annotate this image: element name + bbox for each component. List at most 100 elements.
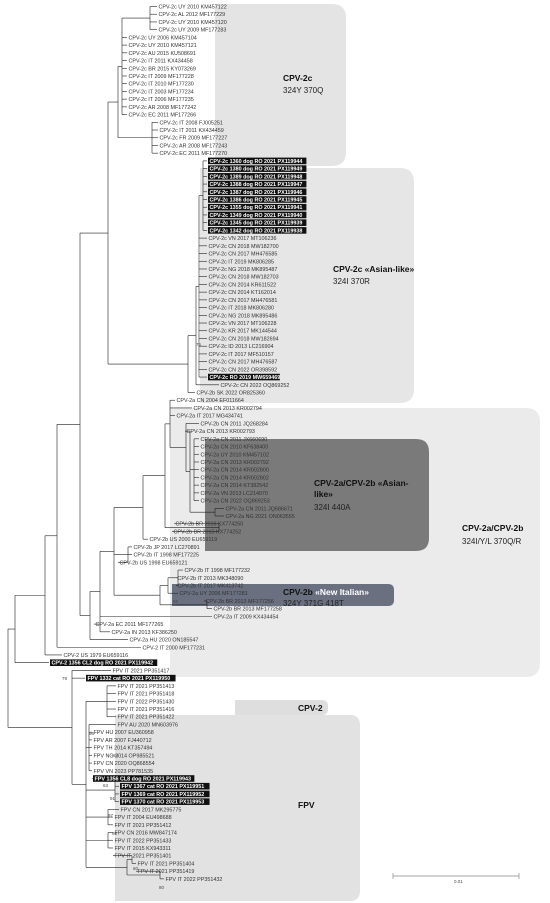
- leaf-label: CPV-2a CN 2013 KR002793: [187, 429, 255, 435]
- leaf-label: CPV-2b JP 2017 LC270891: [134, 545, 200, 551]
- leaf-label: CPV-2a IT 2009 KX434454: [214, 614, 279, 620]
- leaf-label: CPV-2c AU 2015 KU508691: [129, 51, 196, 57]
- leaf-label: FPV IT 2022 PP351432: [166, 877, 223, 883]
- leaf-label: CPV-2a CN 2013 KR002794: [194, 406, 262, 412]
- leaf-label: CPV-2c AL 2012 MF177229: [159, 12, 226, 18]
- leaf-label: FPV IT 2022 PP351433: [115, 838, 172, 844]
- leaf-label-highlighted: CPV-2c 1389 dog RO 2021 PX119948: [210, 174, 303, 180]
- bootstrap-value: 63: [103, 783, 109, 788]
- bootstrap-value: 80: [159, 885, 165, 890]
- highlight-box: [208, 188, 307, 196]
- bootstrap-value: 79: [62, 676, 68, 681]
- leaf-label-highlighted: FPV 1369 cat RO 2021 PX119952: [122, 792, 205, 798]
- leaf-label-highlighted: CPV-2c 1345 dog RO 2021 PX119939: [210, 221, 303, 227]
- leaf-label: CPV-2b IT 2017 MK413742: [178, 584, 244, 590]
- leaf-label: FPV IT 2021 PP351417: [113, 668, 170, 674]
- clade-box-cpv2c: [215, 4, 346, 166]
- leaf-label: CPV-2c NG 2018 MK895486: [209, 313, 278, 319]
- leaf-label: FPV IT 2021 PP351422: [118, 715, 175, 721]
- leaf-label: CPV-2c CN 2022 OR398592: [209, 367, 278, 373]
- leaf-label: CPV-2c CN 2018 MW182700: [209, 244, 279, 250]
- leaf-label-highlighted: CPV-2c RO 2019 MW659469: [210, 375, 281, 381]
- leaf-label: CPV-2b BR 2013 MF177256: [206, 599, 274, 605]
- clade-box-cpv2: [235, 700, 328, 715]
- leaf-label: FPV IT 2015 KX943311: [115, 846, 171, 852]
- scale-bar: 0.01: [392, 873, 520, 884]
- leaf-label: CPV-2c IT 2008 FJ005251: [160, 120, 223, 126]
- clade-labels: CPV-2c 324Y 370Q CPV-2c «Asian-like» 324…: [283, 73, 523, 810]
- highlight-box: [120, 798, 210, 805]
- highlight-box: [50, 659, 158, 666]
- leaf-label-highlighted: CPV-2c 1388 dog RO 2021 PX119947: [210, 182, 303, 188]
- leaf-label: CPV-2a CN 2010 KF638400: [201, 445, 269, 451]
- leaf-label: CPV-2a CN 2014 KT382542: [201, 483, 269, 489]
- highlight-box: [208, 180, 307, 188]
- highlight-box: [208, 219, 307, 226]
- leaf-label-highlighted: FPV 1332 cat RO 2021 PX119950: [88, 676, 171, 682]
- leaf-label: CPV-2c ID 2013 LC216904: [209, 344, 274, 350]
- tree-branches: [7, 6, 224, 880]
- leaf-label: CPV-2c IT 2010 MF177230: [129, 82, 194, 88]
- clade-box-asian-like: [200, 168, 414, 403]
- clade-title-fpv: FPV: [298, 800, 315, 810]
- leaf-label-highlighted: CPV-2 1356 CL2 dog RO 2021 PX119942: [52, 661, 154, 667]
- leaf-label: CPV-2 US 1979 EU659116: [64, 653, 129, 659]
- clade-sub-2a-asian: 324I 440A: [314, 503, 351, 512]
- leaf-label: CPV-2a HU 2020 ON185547: [130, 638, 199, 644]
- leaf-label: FPV AU 2020 MN603976: [118, 722, 179, 728]
- leaf-label: CPV-2b BR 2013 MF177258: [214, 607, 282, 613]
- leaf-label: FPV VN 2023 PP781535: [94, 769, 154, 775]
- bootstrap-value: 95: [112, 831, 118, 836]
- leaf-label: FPV CN 2017 MK295775: [121, 807, 182, 813]
- leaf-label: CPV-2c CN 2014 KT162014: [209, 290, 276, 296]
- leaf-label: CPV-2a CN 2014 KR002802: [201, 475, 269, 481]
- leaf-label: FPV IT 2021 PP351416: [118, 707, 175, 713]
- leaf-label: CPV-2c UY 2009 MF177283: [159, 28, 227, 34]
- leaf-label: CPV-2c CN 2014 KR611522: [209, 282, 277, 288]
- leaf-label-highlighted: CPV-2c 1387 dog RO 2021 PX119946: [210, 190, 303, 196]
- leaf-label: FPV IT 2021 PP351418: [118, 692, 175, 698]
- clade-sub-cpv2a2b: 324I/Y/L 370Q/R: [462, 537, 522, 546]
- clade-box-new-italian: [172, 584, 394, 606]
- leaf-label: CPV-2c UY 2010 KM457120: [159, 20, 227, 26]
- leaf-label: CPV-2a CN 2011 JQ686671: [226, 506, 293, 512]
- leaf-label: CPV-2c IT 2009 MF177228: [129, 74, 194, 80]
- leaf-label: FPV IT 2021 PP351413: [118, 684, 175, 690]
- leaf-label: CPV-2c UY 2010 KM457122: [159, 5, 227, 11]
- leaf-label: CPV-2a VN 2013 LC214970: [201, 491, 268, 497]
- leaf-label: FPV CN 2020 OQ868554: [94, 761, 155, 767]
- leaf-label: FPV HU 2007 EU360958: [94, 730, 154, 736]
- clade-title-2a-asian-cont: like»: [314, 489, 333, 499]
- bootstrap-value: 60: [133, 866, 139, 871]
- leaf-label: CPV-2c IT 2011 KX434459: [160, 128, 224, 134]
- highlight-box: [93, 775, 195, 782]
- leaf-label: CPV-2a CN 2004 EF011664: [177, 398, 244, 404]
- leaf-label: FPV IT 2021 PP351404: [138, 861, 195, 867]
- leaf-label: FPV TH 2014 KT357494: [94, 746, 153, 752]
- leaf-label: CPV-2a CN 2013 KR002792: [201, 460, 269, 466]
- clade-title-asian-like: CPV-2c «Asian-like»: [333, 264, 415, 274]
- leaf-label: FPV IT 2021 PP351419: [138, 869, 195, 875]
- leaf-label: FPV AR 2007 FJ440712: [94, 738, 152, 744]
- leaf-label: CPV-2c CN 2017 MH476585: [209, 252, 278, 258]
- leaf-label: CPV-2c NG 2018 MK895487: [209, 267, 278, 273]
- leaf-label-highlighted: FPV 1367 cat RO 2021 PX119951: [122, 784, 205, 790]
- leaf-label: FPV IT 2021 PP351412: [115, 823, 172, 829]
- leaf-label: CPV-2b BR 2015 KX774252: [174, 529, 242, 535]
- highlight-box: [208, 373, 280, 381]
- leaf-label: CPV-2 IT 2000 MF177231: [143, 645, 206, 651]
- highlight-box: [120, 782, 210, 790]
- leaf-label: CPV-2c UY 2006 KM457104: [129, 35, 197, 41]
- leaf-label: CPV-2a NG 2021 ON063555: [226, 514, 295, 520]
- leaf-label-highlighted: CPV-2c 1360 dog RO 2021 PX119944: [210, 159, 303, 165]
- highlight-box: [208, 211, 307, 219]
- leaf-label: CPV-2b IT 2013 MK348090: [178, 576, 244, 582]
- clade-backgrounds: [115, 4, 540, 901]
- leaf-label: CPV-2a IN 2013 KF386250: [112, 630, 177, 636]
- leaf-label: CPV-2a CN 2014 KR002800: [201, 468, 269, 474]
- bootstrap-value: 96: [89, 731, 95, 736]
- leaf-label: FPV IT 2004 EU498688: [115, 815, 172, 821]
- leaf-label: CPV-2c CN 2017 MH476581: [209, 298, 278, 304]
- leaf-label-highlighted: FPV 1356 CL8 dog RO 2021 PX119943: [95, 777, 191, 783]
